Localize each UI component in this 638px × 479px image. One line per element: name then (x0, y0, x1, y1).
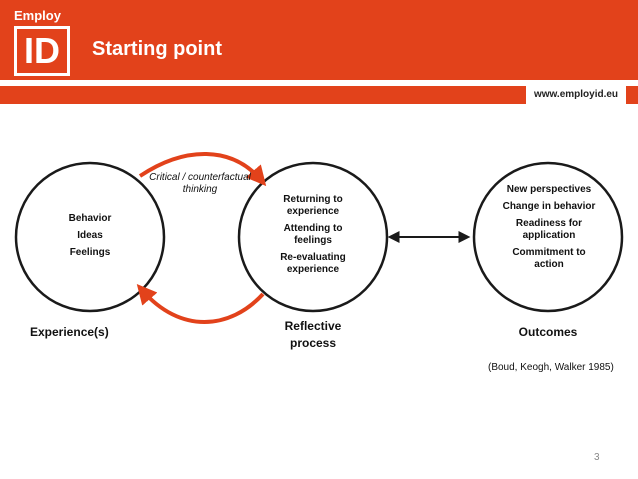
reflective-caption: Reflective process (263, 318, 363, 352)
experience-items: Behavior Ideas Feelings (40, 213, 140, 264)
outcome-item-behavior-change: Change in behavior (502, 201, 596, 212)
outcomes-circle (472, 161, 624, 313)
page-number: 3 (594, 452, 600, 463)
experience-item-feelings: Feelings (69, 247, 111, 258)
outcome-item-readiness: Readiness for application (515, 218, 583, 241)
url-bar (0, 86, 638, 104)
citation: (Boud, Keogh, Walker 1985) (488, 362, 614, 373)
employid-logo: Employ ID (14, 8, 70, 76)
outcome-item-commitment: Commitment to action (512, 247, 586, 270)
slide-title: Starting point (92, 38, 222, 60)
reflective-process-circle (237, 161, 389, 313)
outcome-item-perspectives: New perspectives (506, 184, 592, 195)
loop-label: Critical / counterfactual thinking (149, 172, 251, 195)
website-url: www.employid.eu (526, 86, 626, 104)
reflective-item-attending: Attending to feelings (283, 223, 343, 246)
header-bar (0, 0, 638, 80)
experience-circle (14, 161, 166, 313)
bottom-loop-arrow (136, 283, 265, 324)
reflective-items: Returning to experience Attending to fee… (268, 194, 358, 281)
outcome-items: New perspectives Change in behavior Read… (502, 184, 596, 276)
logo-box: ID (14, 26, 70, 76)
outcomes-caption: Outcomes (518, 325, 578, 339)
experience-caption: Experience(s) (30, 325, 109, 339)
reflective-item-returning: Returning to experience (283, 194, 343, 217)
logo-small-text: Employ (14, 8, 61, 23)
experience-item-ideas: Ideas (77, 230, 103, 241)
reflective-item-reevaluating: Re-evaluating experience (280, 252, 346, 275)
reflective-caption-line1: Reflective (284, 319, 342, 333)
top-loop-arrow (138, 152, 267, 187)
reflective-caption-line2: process (289, 336, 337, 350)
experience-item-behavior: Behavior (68, 213, 112, 224)
